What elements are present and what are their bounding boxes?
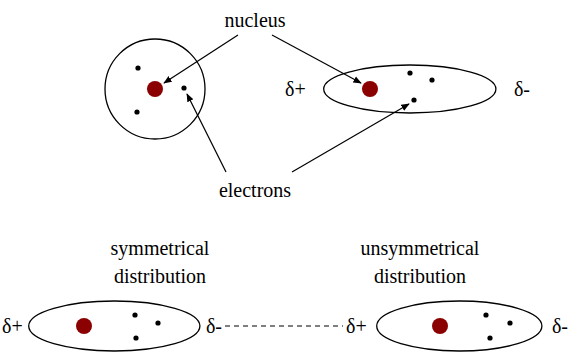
- charge-symbol: δ+: [346, 314, 367, 338]
- label-holder: symmetrical distribution: [100, 234, 220, 290]
- electron-dot: [429, 77, 434, 82]
- ellipse-shape: [29, 301, 200, 351]
- leader-arrow: [187, 94, 226, 172]
- electron-dot: [181, 85, 186, 90]
- ellipse-outline: [346, 300, 568, 352]
- leader-arrow: [164, 35, 238, 83]
- charge-ellipse: δ+ δ-: [285, 64, 530, 114]
- leader-arrow: [272, 35, 361, 83]
- charge-symbol: δ-: [552, 314, 568, 338]
- text-label: unsymmetrical distribution: [345, 234, 495, 290]
- charge-symbol: δ+: [285, 77, 306, 101]
- electron-dot: [507, 320, 512, 325]
- label-holder: unsymmetrical distribution: [345, 234, 495, 290]
- label-holder: electrons: [195, 176, 315, 204]
- charge-symbol: δ-: [514, 77, 530, 101]
- nucleus-dot: [147, 81, 163, 97]
- electron-dot: [407, 70, 412, 75]
- ellipse-shape: [324, 65, 496, 113]
- electron-dot: [487, 335, 492, 340]
- text-label: electrons: [195, 176, 315, 204]
- charge-symbol: δ+: [2, 314, 23, 338]
- electron-dot: [135, 65, 140, 70]
- leader-arrow: [292, 104, 409, 172]
- text-label: nucleus: [215, 6, 295, 34]
- electron-dot: [155, 320, 160, 325]
- dashed-attraction-line: [225, 325, 343, 326]
- text-label: symmetrical distribution: [100, 234, 220, 290]
- charge-symbol: δ-: [206, 314, 222, 338]
- electron-dot: [133, 335, 138, 340]
- nucleus-dot: [362, 81, 378, 97]
- electron-dot: [132, 312, 137, 317]
- ellipse-outline: [285, 64, 530, 114]
- symmetric-atom-outline: [105, 39, 205, 139]
- charge-ellipse: δ+ δ-: [2, 300, 222, 352]
- ellipse-shape: [377, 301, 542, 351]
- electron-dot: [134, 109, 139, 114]
- nucleus-dot: [76, 318, 92, 334]
- electron-dot: [411, 97, 416, 102]
- label-holder: nucleus: [215, 6, 295, 34]
- charge-ellipse: δ+ δ-: [346, 300, 568, 352]
- ellipse-outline: [2, 300, 222, 352]
- nucleus-dot: [432, 318, 448, 334]
- electron-dot: [483, 312, 488, 317]
